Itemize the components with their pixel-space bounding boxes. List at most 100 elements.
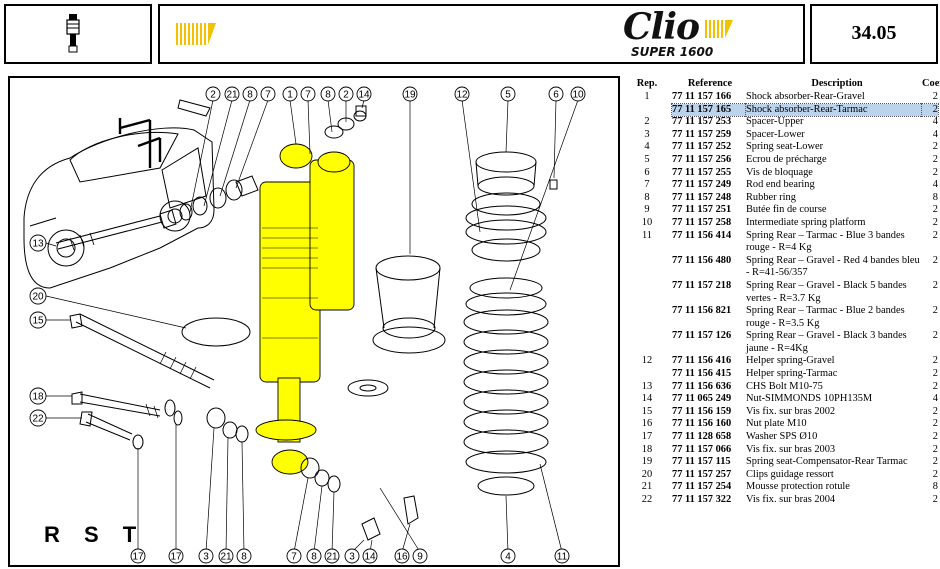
svg-text:12: 12	[456, 90, 468, 101]
row-reference: 77 11 157 254	[672, 481, 732, 493]
row-description: Vis fix. sur bras 2002	[746, 405, 836, 417]
row-rep: 13	[641, 380, 653, 392]
row-rep: 10	[641, 216, 653, 228]
row-reference: 77 11 156 636	[672, 380, 732, 392]
row-coef: 2	[932, 254, 938, 266]
svg-text:16: 16	[396, 552, 408, 563]
row-description: Spring Rear – Tarmac - Blue 2 bandes rou…	[746, 305, 905, 329]
row-description: Spring Rear – Gravel - Black 3 bandes ja…	[746, 330, 907, 354]
svg-text:13: 13	[32, 239, 44, 250]
row-description: CHS Bolt M10-75	[746, 380, 823, 392]
shock-absorber-icon	[66, 14, 80, 53]
svg-text:14: 14	[358, 90, 370, 101]
row-coef: 2	[921, 102, 939, 118]
svg-text:14: 14	[364, 552, 376, 563]
row-reference: 77 11 157 249	[672, 179, 732, 191]
row-reference: 77 11 157 253	[672, 116, 732, 128]
row-reference: 77 11 157 252	[672, 141, 732, 153]
svg-text:2: 2	[210, 90, 216, 101]
row-coef: 2	[932, 456, 938, 468]
row-description: Nut-SIMMONDS 10PH135M	[746, 393, 873, 405]
svg-text:6: 6	[553, 90, 559, 101]
svg-text:19: 19	[404, 90, 416, 101]
row-rep: 20	[641, 468, 653, 480]
row-rep	[622, 280, 672, 305]
svg-text:21: 21	[226, 90, 238, 101]
brand-name: Clio	[623, 6, 700, 48]
svg-text:15: 15	[32, 316, 44, 327]
svg-text:9: 9	[417, 552, 423, 563]
row-description: Vis fix. sur bras 2003	[746, 443, 836, 455]
row-rep	[622, 368, 672, 381]
row-rep: 18	[641, 443, 653, 455]
svg-text:11: 11	[557, 552, 568, 563]
row-rep: 21	[641, 481, 653, 493]
shock-absorber-thumbnail-box	[4, 4, 152, 64]
row-coef: 4	[932, 393, 938, 405]
row-rep: 2	[644, 116, 650, 128]
svg-text:21: 21	[326, 552, 338, 563]
svg-text:22: 22	[32, 414, 44, 425]
row-rep: 4	[644, 141, 650, 153]
row-coef: 2	[932, 141, 938, 153]
row-description: Spring Rear – Tarmac - Blue 3 bandes rou…	[746, 229, 905, 254]
row-coef: 4	[932, 179, 938, 191]
row-rep: 5	[644, 153, 650, 165]
row-rep	[622, 305, 672, 330]
row-reference: 77 11 156 415	[672, 368, 732, 380]
row-description: Washer SPS Ø10	[746, 431, 818, 443]
row-coef: 2	[932, 153, 938, 165]
row-rep: 3	[644, 128, 650, 140]
row-rep: 9	[644, 204, 650, 216]
clio-stripe-icon	[705, 20, 733, 38]
row-coef: 2	[932, 229, 938, 241]
variant-label: R S T	[44, 522, 146, 547]
row-reference: 77 11 156 414	[672, 229, 732, 241]
row-rep: 7	[644, 179, 650, 191]
page-number: 34.05	[851, 22, 897, 44]
header-reference: Reference	[687, 78, 733, 89]
row-description: Vis fix. sur bras 2004	[746, 494, 836, 505]
row-coef: 4	[932, 116, 938, 128]
row-reference: 77 11 156 416	[672, 355, 732, 367]
row-reference: 77 11 157 256	[672, 153, 732, 165]
row-reference: 77 11 157 255	[672, 166, 732, 178]
row-reference: 77 11 128 658	[672, 431, 732, 443]
row-reference: 77 11 157 251	[672, 204, 732, 216]
svg-text:17: 17	[170, 552, 182, 563]
row-reference: 77 11 157 248	[672, 191, 732, 203]
svg-text:18: 18	[32, 392, 44, 403]
row-rep	[622, 330, 672, 355]
svg-text:21: 21	[220, 552, 232, 563]
row-description: Butée fin de course	[746, 204, 827, 216]
row-coef: 2	[932, 305, 938, 317]
